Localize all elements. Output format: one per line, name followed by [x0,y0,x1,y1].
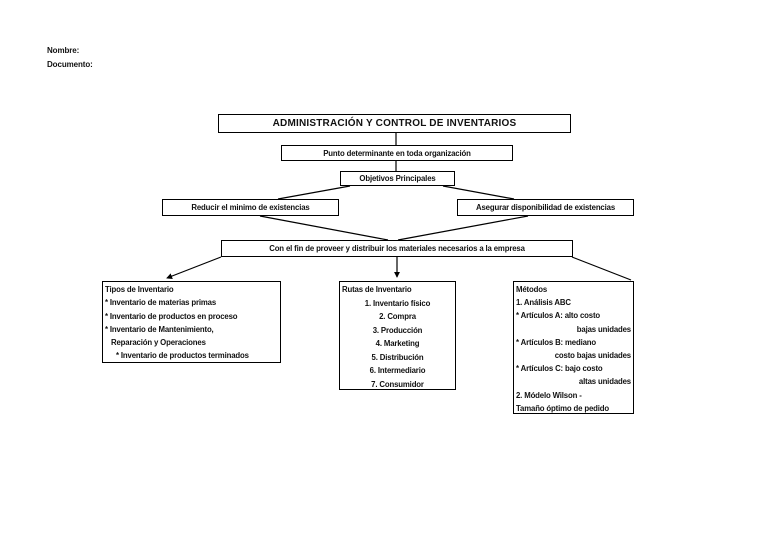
form-labels: Nombre: Documento: [47,44,93,72]
node-rutas-inventario: Rutas de Inventario 1. Inventario físico… [339,281,456,390]
list-item: * Inventario de productos terminados [116,351,249,361]
list-item: altas unidades [578,377,631,387]
tipos-heading: Tipos de Inventario [105,285,174,294]
node-con-el-fin: Con el fin de proveer y distribuir los m… [221,240,573,257]
list-item: * Artículos A: alto costo [516,311,601,321]
list-item: * Inventario de productos en proceso [105,311,238,321]
connector-reducir-fin [259,215,389,241]
connector-asegurar-fin [397,215,529,241]
node-title: ADMINISTRACIÓN Y CONTROL DE INVENTARIOS [218,114,571,133]
node-reducir-minimo: Reducir el minimo de existencias [162,199,339,216]
list-item: 4. Marketing [375,339,420,348]
list-item: costo bajas unidades [554,351,631,361]
connector-objetivos-reducir [277,185,351,200]
list-item: 2. Módelo Wilson - [516,390,582,400]
list-item: * Artículos C: bajo costo [516,364,603,374]
list-item: 1. Inventario físico [364,298,431,308]
node-metodos: Métodos 1. Análisis ABC * Artículos A: a… [513,281,634,414]
documento-label: Documento: [47,60,93,69]
rutas-heading: Rutas de Inventario [342,285,412,294]
node-tipos-inventario: Tipos de Inventario * Inventario de mate… [102,281,281,363]
nombre-label: Nombre: [47,46,80,55]
connector-fin-metodos [571,256,632,281]
node-objetivos-principales: Objetivos Principales [340,171,455,186]
list-item: * Inventario de materias primas [105,298,217,308]
list-item: 1. Análisis ABC [516,298,571,308]
list-item: * Inventario de Mantenimiento, [105,324,214,334]
list-item: bajas unidades [576,324,631,334]
list-item: 2. Compra [379,312,416,321]
list-item: Tamaño óptimo de pedido [516,403,609,413]
connector-fin-tipos [166,256,222,279]
metodos-heading: Métodos [516,285,548,294]
list-item: Reparación y Operaciones [111,338,206,348]
connector-objetivos-asegurar [442,185,515,200]
node-punto-determinante: Punto determinante en toda organización [281,145,513,161]
list-item: 7. Consumidor [371,379,424,389]
list-item: 3. Producción [372,325,423,335]
list-item: * Artículos B: mediano [516,337,597,347]
list-item: 6. Intermediario [369,366,426,375]
list-item: 5. Distribución [371,352,424,362]
node-asegurar-disponibilidad: Asegurar disponibilidad de existencias [457,199,634,216]
